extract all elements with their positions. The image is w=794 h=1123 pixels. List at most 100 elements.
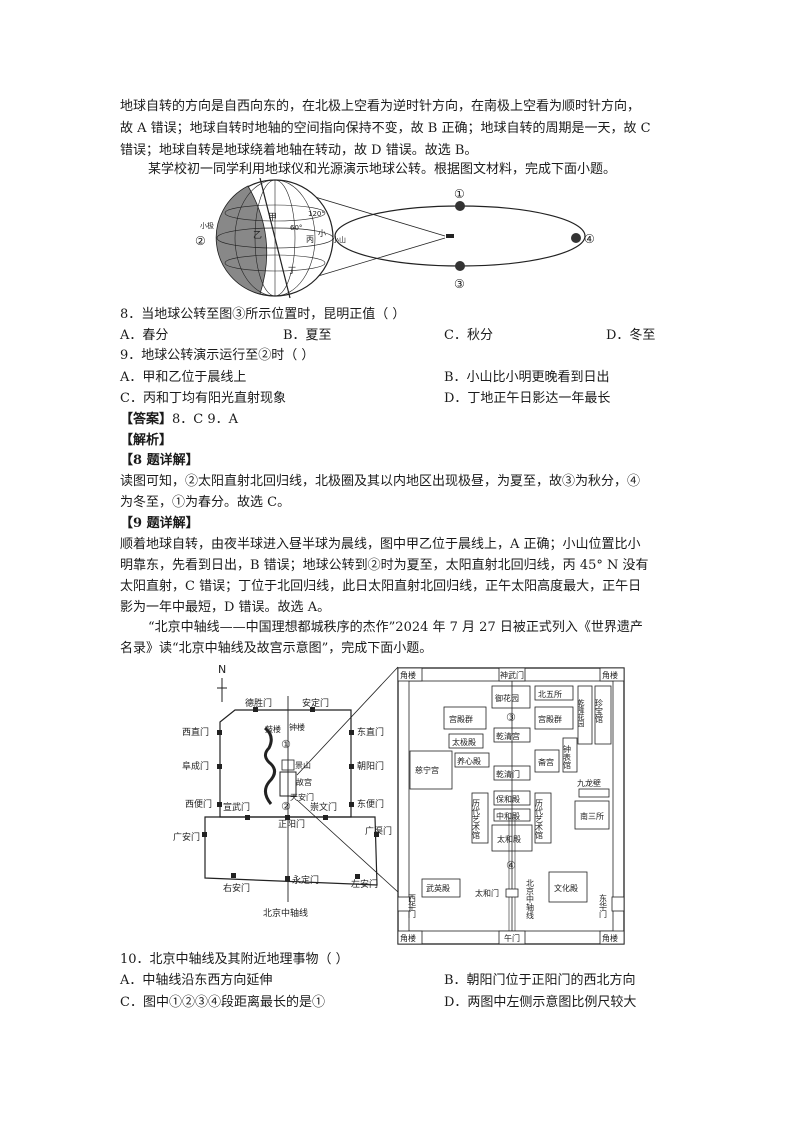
label-60deg: 60° <box>290 224 302 232</box>
label-xiaoji: 小极 <box>200 221 214 230</box>
axis-caption: 北京中轴线 <box>263 907 308 919</box>
answer-text: 8．C 9．A <box>172 412 239 427</box>
donghuamen: 东华门 <box>599 893 608 919</box>
nansansuo: 南三所 <box>580 811 604 821</box>
taihedian: 太和殿 <box>497 834 521 844</box>
d9-line-1: 顺着地球自转，由夜半球进入昼半球为晨线，图中甲乙位于晨线上，A 正确；小山位置比… <box>120 537 641 552</box>
earth-position-4 <box>571 233 581 243</box>
map-marker-2: ② <box>281 800 291 813</box>
lidaiyishuguan-east: 历代艺术馆 <box>535 799 544 840</box>
q8-option-b: B．夏至 <box>283 328 332 343</box>
wumen: 午门 <box>504 933 520 943</box>
gate-chaoyangmen: 朝阳门 <box>357 760 384 772</box>
landmark-gugong: 故宫 <box>296 777 312 787</box>
intro-line-2: 故 A 错误；地球自转时地轴的空间指向保持不变，故 B 正确；地球自转的周期是一… <box>120 121 651 136</box>
q10-option-d: D．两图中左侧示意图比例尺较大 <box>444 995 637 1010</box>
q10-stem: 10．北京中轴线及其附近地理事物（ ） <box>120 952 349 967</box>
gate-xizhimen: 西直门 <box>182 726 209 738</box>
q10-option-b: B．朝阳门位于正阳门的西北方向 <box>444 973 636 988</box>
q8-stem: 8．当地球公转至图③所示位置时，昆明正值（ ） <box>120 307 406 322</box>
answer-line: 【答案】8．C 9．A <box>120 409 680 431</box>
palace-marker-3: ③ <box>506 711 516 724</box>
q9-option-d: D．丁地正午日影达一年最长 <box>444 391 611 406</box>
taijidian: 太极殿 <box>452 737 476 747</box>
gate-youanmen: 右安门 <box>223 882 250 894</box>
earth-position-1 <box>455 201 465 211</box>
intro2-line-2: 名录》读“北京中轴线及故宫示意图”，完成下面小题。 <box>120 641 433 656</box>
position-2-label: ② <box>195 234 206 248</box>
earth-axis <box>259 178 291 299</box>
landmark-zhonglou: 钟楼 <box>289 722 305 732</box>
label-ding: 丁 <box>288 266 296 275</box>
yangxindian: 养心殿 <box>457 756 481 766</box>
north-label: N <box>218 663 226 676</box>
baohedian: 保和殿 <box>496 794 520 804</box>
gate-guanganmen: 广安门 <box>173 831 200 843</box>
gate-andingmen: 安定门 <box>302 697 329 709</box>
jiaolou-ne: 角楼 <box>602 670 618 680</box>
yuhuayuan: 御花园 <box>495 693 519 703</box>
q9-option-b: B．小山比小明更晚看到日出 <box>444 370 610 385</box>
d8-line-1: 读图可知，②太阳直射北回归线，北极圈及其以内地区出现极昼，为夏至，故③为秋分，④ <box>120 474 641 489</box>
light-source <box>446 234 454 238</box>
earth-orbit-figure: 小极 乙 甲 60° 120° 丙 小 小山 丁 ② ① ③ ④ <box>195 178 595 299</box>
cininggong: 慈宁宫 <box>415 765 439 775</box>
label-120deg: 120° <box>308 210 325 218</box>
d9-line-3: 太阳直射，C 错误；丁位于北回归线，此日太阳直射北回归线，正午太阳高度最大，正午… <box>120 579 642 594</box>
gate-xuanwumen: 宣武门 <box>223 801 250 813</box>
inner-city-wall <box>219 709 352 818</box>
zhonghedian: 中和殿 <box>496 811 520 821</box>
beiwusuo: 北五所 <box>538 689 562 699</box>
night-side <box>215 185 268 295</box>
gate-deshengmen: 德胜门 <box>245 697 272 709</box>
q9-option-c: C．丙和丁均有阳光直射现象 <box>120 391 286 406</box>
gate-yongdingmen: 永定门 <box>292 874 319 886</box>
beijing-axis-map: N 德胜门 安定门 西直门 东直门 阜成门 <box>173 663 392 919</box>
q9-stem: 9．地球公转演示运行至②时（ ） <box>120 348 315 363</box>
gate-zuoanmen: 左安门 <box>351 878 378 890</box>
forbidden-city-map: 角楼 角楼 角楼 角楼 神武门 午门 御花园 北五所 宫殿群 乾隆花园 珍宝馆 … <box>397 667 625 945</box>
label-bing: 丙 <box>306 235 314 244</box>
intro-line-4: 某学校初一同学利用地球仪和光源演示地球公转。根据图文材料，完成下面小题。 <box>148 162 617 177</box>
d8-line-2: 为冬至，①为春分。故选 C。 <box>120 495 291 510</box>
q8-option-d: D．冬至 <box>606 328 656 343</box>
qianqingmen: 乾清门 <box>496 769 520 779</box>
gate-xibianmen: 西便门 <box>185 798 212 810</box>
q8-option-a: A．春分 <box>120 328 169 343</box>
d9-line-4: 影为一年中最短，D 错误。故选 A。 <box>120 600 331 615</box>
palace-outer-wall <box>397 667 625 945</box>
lidaiyishuguan-west: 历代艺术馆 <box>472 799 481 840</box>
gate-fuchengmen: 阜成门 <box>182 760 209 772</box>
gate-dongzhimen: 东直门 <box>357 726 384 738</box>
jiaolou-sw: 角楼 <box>400 933 416 943</box>
qianlonghuayuan: 乾隆花园 <box>577 698 585 728</box>
gate-chongwenmen: 崇文门 <box>310 801 337 813</box>
landmark-gulou: 鼓楼 <box>265 724 281 734</box>
gate-dongbianmen: 东便门 <box>357 798 384 810</box>
q9-option-a: A．甲和乙位于晨线上 <box>120 370 247 385</box>
gate-guangqumen: 广渠门 <box>365 825 392 837</box>
q10-option-a: A．中轴线沿东西方向延伸 <box>120 973 273 988</box>
jiulongbi: 九龙壁 <box>577 778 601 788</box>
jingshan-box <box>281 759 295 771</box>
palace-axis-label: 北京中轴线 <box>526 879 535 919</box>
orbit-ellipse <box>334 205 586 267</box>
position-3-label: ③ <box>454 277 465 291</box>
jiaolou-se: 角楼 <box>602 933 618 943</box>
q8-option-c: C．秋分 <box>444 328 493 343</box>
map-marker-1: ① <box>281 738 291 751</box>
d9-line-2: 明靠东，先看到日出，B 错误；地球公转到②时为夏至，太阳直射北回归线，丙 45°… <box>120 558 649 573</box>
gugong-box <box>279 771 297 797</box>
position-1-label: ① <box>454 187 465 201</box>
intro-line-3: 错误；地球自转是地球绕着地轴在转动，故 D 错误。故选 B。 <box>120 143 478 158</box>
globe <box>215 178 334 299</box>
taihemen: 太和门 <box>475 888 499 898</box>
gongdianqun-west: 宫殿群 <box>449 714 473 724</box>
label-xiaoshan: 小山 <box>332 235 346 244</box>
label-xiaoming-mark: 小 <box>318 229 326 238</box>
jiaolou-nw: 角楼 <box>400 670 416 680</box>
qianqinggong: 乾清宫 <box>496 731 520 741</box>
gongdianqun-east: 宫殿群 <box>538 714 562 724</box>
earth-position-3 <box>455 261 465 271</box>
